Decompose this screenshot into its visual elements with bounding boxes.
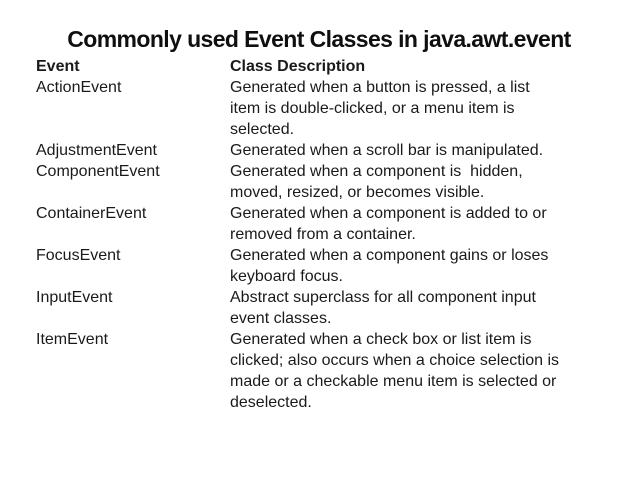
table-row: ContainerEvent Generated when a componen… [36, 203, 638, 245]
event-name: AdjustmentEvent [36, 142, 157, 159]
table-row: ActionEvent Generated when a button is p… [36, 77, 638, 140]
event-name: ActionEvent [36, 79, 122, 96]
event-name: ContainerEvent [36, 205, 147, 222]
table-row: ItemEvent Generated when a check box or … [36, 329, 638, 413]
event-description: Abstract superclass for all component in… [230, 289, 536, 327]
column-header-class-description: Class Description [230, 58, 366, 75]
event-description: Generated when a component gains or lose… [230, 247, 549, 285]
event-table: Event Class Description ActionEvent Gene… [36, 56, 638, 413]
event-name: ComponentEvent [36, 163, 160, 180]
slide-title: Commonly used Event Classes in java.awt.… [67, 26, 571, 52]
event-description: Generated when a scroll bar is manipulat… [230, 142, 544, 159]
event-description: Generated when a button is pressed, a li… [230, 79, 530, 138]
table-row: FocusEvent Generated when a component ga… [36, 245, 638, 287]
table-header-row: Event Class Description [36, 56, 638, 77]
event-name: ItemEvent [36, 331, 109, 348]
event-name: FocusEvent [36, 247, 121, 264]
event-name: InputEvent [36, 289, 113, 306]
table-row: AdjustmentEvent Generated when a scroll … [36, 140, 638, 161]
table-row: InputEvent Abstract superclass for all c… [36, 287, 638, 329]
event-table-body: ActionEvent Generated when a button is p… [36, 77, 638, 413]
column-header-event: Event [36, 58, 80, 75]
event-description: Generated when a component is hidden, mo… [230, 163, 523, 201]
table-row: ComponentEvent Generated when a componen… [36, 161, 638, 203]
event-description: Generated when a check box or list item … [230, 331, 560, 411]
event-description: Generated when a component is added to o… [230, 205, 547, 243]
